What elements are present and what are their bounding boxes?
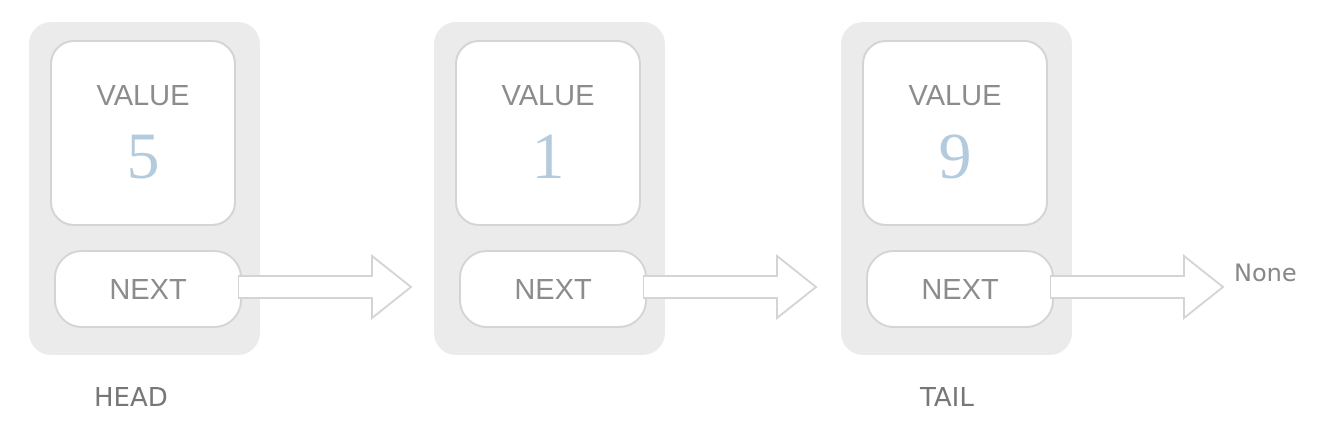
list-node-2: VALUE 1 NEXT — [434, 22, 665, 355]
node-3-next-box: NEXT — [866, 250, 1054, 328]
node-3-next-label: NEXT — [921, 274, 999, 306]
head-label: HEAD — [94, 383, 168, 413]
tail-label: TAIL — [920, 383, 974, 413]
node-1-next-label: NEXT — [109, 274, 187, 306]
list-node-3: VALUE 9 NEXT — [841, 22, 1072, 355]
node-3-value-label: VALUE — [908, 80, 1002, 112]
node-2-value-box: VALUE 1 — [455, 40, 641, 226]
node-3-value: 9 — [938, 120, 972, 193]
list-node-1: VALUE 5 NEXT — [29, 22, 260, 355]
none-label: None — [1234, 259, 1297, 287]
arrow-right-icon — [238, 254, 413, 320]
node-2-next-box: NEXT — [459, 250, 647, 328]
arrow-right-icon — [643, 254, 818, 320]
node-2-value-label: VALUE — [501, 80, 595, 112]
node-1-value-label: VALUE — [96, 80, 190, 112]
node-1-value: 5 — [126, 120, 160, 193]
arrow-right-icon — [1050, 254, 1225, 320]
node-3-value-box: VALUE 9 — [862, 40, 1048, 226]
node-1-value-box: VALUE 5 — [50, 40, 236, 226]
node-2-next-label: NEXT — [514, 274, 592, 306]
node-2-value: 1 — [531, 120, 565, 193]
node-1-next-box: NEXT — [54, 250, 242, 328]
